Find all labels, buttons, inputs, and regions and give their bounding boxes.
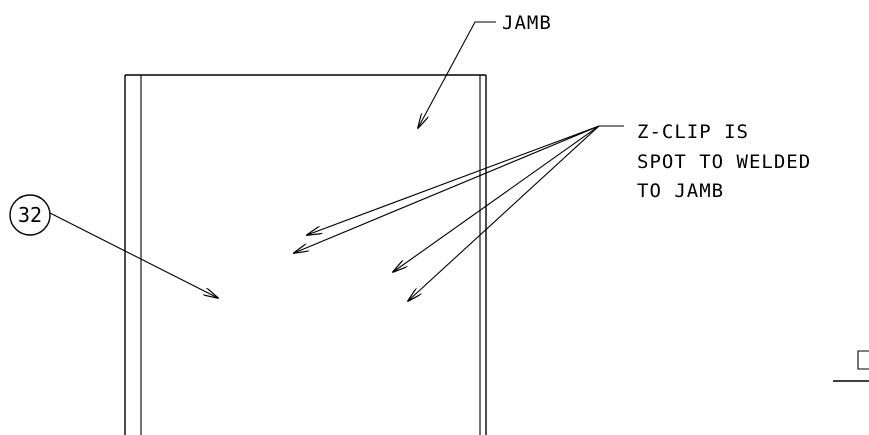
partial-bracket-glyph (857, 350, 869, 370)
zclip-leader-2 (294, 125, 600, 253)
zclip-label-line1: Z-CLIP IS (637, 121, 749, 143)
jamb-label: JAMB (502, 12, 552, 34)
zclip-label-line2: SPOT TO WELDED (637, 151, 811, 173)
balloon-leader-line (49, 212, 218, 298)
zclip-callout: Z-CLIP IS SPOT TO WELDED TO JAMB (294, 121, 811, 301)
zclip-leader-3 (393, 125, 600, 272)
jamb-callout: JAMB (418, 12, 552, 128)
balloon-number: 32 (18, 203, 42, 227)
zclip-leader-4 (408, 125, 600, 301)
zclip-label-line3: TO JAMB (637, 180, 724, 202)
item-balloon-32: 32 (9, 194, 218, 298)
zclip-leader-1 (307, 125, 600, 235)
balloon-circle (9, 194, 51, 236)
jamb-panel (124, 74, 487, 435)
jamb-leader-line (418, 21, 496, 128)
partial-section-mark (833, 350, 869, 382)
